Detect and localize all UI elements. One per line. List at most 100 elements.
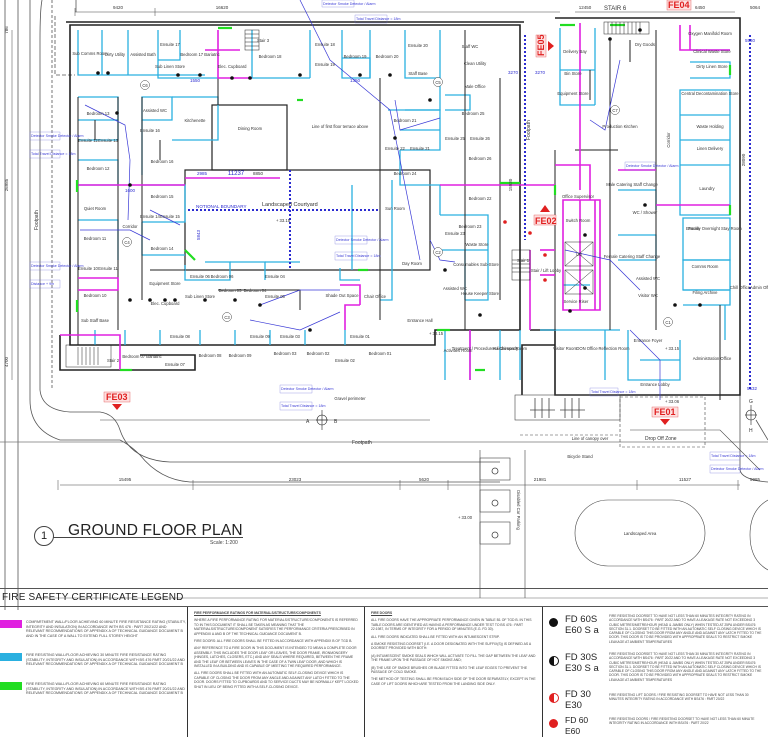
fire-exit-fe05: FE05 xyxy=(535,34,554,58)
label-drop-off-zone: Drop Off Zone xyxy=(645,436,677,442)
room-bedroom-12: Bedroom 12 xyxy=(87,166,110,171)
room-bedroom-25: Bedroom 25 xyxy=(462,111,485,116)
zone-c6-label: C6 xyxy=(142,83,148,88)
half-red-door-icon xyxy=(549,693,559,703)
interior-dimensions: 2985 11237 8850 1600 1550 1350 3270 3270… xyxy=(115,38,758,397)
level-courtyard: + 33.15 xyxy=(276,218,291,223)
fire-door-symbols xyxy=(96,28,702,332)
fire-resisting-walls-60min-green xyxy=(75,23,732,372)
room-visitor-wc: Visitor WC xyxy=(638,293,658,298)
room-linen-delivery: Linen Delivery xyxy=(697,146,724,151)
fd60s-code: FD 60S xyxy=(565,614,598,625)
room-administration-office: Administration Office xyxy=(693,356,732,361)
full-black-door-icon xyxy=(549,618,558,627)
room-bedroom-10: Bedroom 10 xyxy=(84,293,107,298)
room-admin-office: Admin Office xyxy=(750,285,768,290)
fire-exit-fe02: FE02 xyxy=(533,205,557,226)
room-bedroom-21: Bedroom 21 xyxy=(394,118,417,123)
note-travel-1: Total Travel Distance = 18m xyxy=(31,152,75,156)
legend-fire-doors: Fire doors All fire doors have the appro… xyxy=(365,607,543,737)
drop-off-zone-outline xyxy=(619,396,706,448)
room-female-catering: Female Catering Staff Change xyxy=(604,254,661,259)
room-ensuite-12: Ensuite 12 xyxy=(78,138,98,143)
room-day-room: Day Room xyxy=(402,261,422,266)
note-travel-2: Distance + 9m xyxy=(31,282,54,286)
room-oxygen-manifold: Oxygen Manifold Room xyxy=(688,31,732,36)
room-male-office: Male Office xyxy=(464,84,486,89)
fd30s-code: FD 30S xyxy=(565,652,598,663)
section-marker-ab xyxy=(316,410,328,430)
dim-bottom-3: 5620 xyxy=(419,477,430,482)
label-stair-3: Stair 3 xyxy=(257,38,270,43)
drawing-scale: Scale: 1:200 xyxy=(210,540,238,546)
dim-bottom-1: 15495 xyxy=(119,477,132,482)
label-line-of-canopy: Line of canopy over xyxy=(572,436,609,441)
room-shade-out-space: Shade Out Space xyxy=(325,293,359,298)
swatch-30min-wall xyxy=(0,653,22,661)
room-dry-goods: Dry Goods xyxy=(635,42,655,47)
label-landscaped-area: Landscaped Area xyxy=(624,531,657,536)
zone-c1-label: C1 xyxy=(665,320,671,325)
room-ensuite-east: Ensuite xyxy=(686,226,701,231)
room-staff-wc: Staff WC xyxy=(462,44,479,49)
room-bedroom-02: Bedroom 02 xyxy=(307,351,330,356)
room-reflection: Reflection Room xyxy=(599,346,630,351)
performance-p4: All fire doors shall be fitted with an a… xyxy=(194,671,359,689)
dim-15930: 15930 xyxy=(508,178,513,191)
room-production-kitchen: Production Kitchen xyxy=(602,124,638,129)
room-assisted-wc-central: Assisted WC xyxy=(443,286,467,291)
fire-doors-p1: All fire doors have the appropriate perf… xyxy=(371,618,532,632)
dim-8850: 8850 xyxy=(253,171,264,176)
room-corridor-west: Corridor xyxy=(122,224,138,229)
section-marker-gh xyxy=(745,405,757,425)
room-ensuite-21: Ensuite 21 xyxy=(410,146,430,151)
note-detector-1: Detector Smoke Detector / Alarm xyxy=(31,134,84,138)
travel-distance-lines xyxy=(80,0,661,400)
label-stair-6: STAIR 6 xyxy=(604,6,627,12)
site-features xyxy=(100,394,768,598)
room-bedroom-20: Bedroom 20 xyxy=(376,54,399,59)
room-bedroom-11: Bedroom 11 xyxy=(84,236,107,241)
landscaped-area-outline xyxy=(574,499,706,567)
ground-floor-plan-drawing: 9420 16620 12450 6450 5064 15495 23023 5… xyxy=(0,0,768,610)
room-ensuite-09: Ensuite 09 xyxy=(250,334,270,339)
legend-title: FIRE SAFETY CERTIFICATE LEGEND xyxy=(2,592,184,603)
room-ensuite-01: Ensuite 01 xyxy=(350,334,370,339)
room-stair-lift-lobby: Stair / Lift Lobby xyxy=(531,268,562,273)
svg-text:FE03: FE03 xyxy=(106,392,128,402)
room-ensuite-10: Ensuite 10 xyxy=(78,266,98,271)
performance-heading: Fire performance ratings for materials/s… xyxy=(194,611,321,615)
room-assisted-bath: Assisted Bath xyxy=(130,52,156,57)
zone-c1-icon xyxy=(663,317,673,327)
room-treatment: Treatment / Procedures / Chiropody xyxy=(452,346,519,351)
note-travel-7: Total Travel Distance = 18m xyxy=(356,17,400,21)
svg-text:FE05: FE05 xyxy=(536,34,546,56)
dim-top-3: 12450 xyxy=(579,5,592,10)
room-assisted-wc: Assisted WC xyxy=(143,108,167,113)
room-ensuite-07: Ensuite 07 xyxy=(165,362,185,367)
zone-c5-icon xyxy=(433,77,443,87)
room-filing-archive: Filing Archive xyxy=(693,290,719,295)
room-bedroom-04: Bedroom 04 xyxy=(244,288,267,293)
dim-5530: 5530 xyxy=(745,38,756,43)
red-fire-door-symbols xyxy=(503,220,547,282)
note-detector-6: Detector Smoke Detector / Alarm xyxy=(323,2,376,6)
room-ensuite-03: Ensuite 03 xyxy=(280,334,300,339)
dim-bottom-4: 21981 xyxy=(534,477,547,482)
room-quiet-room: Quiet Room xyxy=(84,206,107,211)
room-switch-room: Switch Room xyxy=(566,218,591,223)
title-underline xyxy=(53,537,243,538)
note-travel-5: Total Travel Distance = 18m xyxy=(591,390,635,394)
room-bedroom-19: Bedroom 19 xyxy=(344,54,367,59)
zone-c2-icon xyxy=(433,247,443,257)
room-bedroom-23: Bedroom 23 xyxy=(459,224,482,229)
room-bedroom-22: Bedroom 22 xyxy=(469,196,492,201)
room-wc-shower-1: WC / Shower xyxy=(633,210,658,215)
legend-wall-60min-text: Fire resisting wall/floor achieving 60 m… xyxy=(26,682,185,696)
zone-c7-label: C7 xyxy=(612,108,618,113)
dim-left-3: 4700 xyxy=(4,356,9,367)
dim-top-2: 16620 xyxy=(216,5,229,10)
room-service-riser: Service Riser xyxy=(564,299,590,304)
